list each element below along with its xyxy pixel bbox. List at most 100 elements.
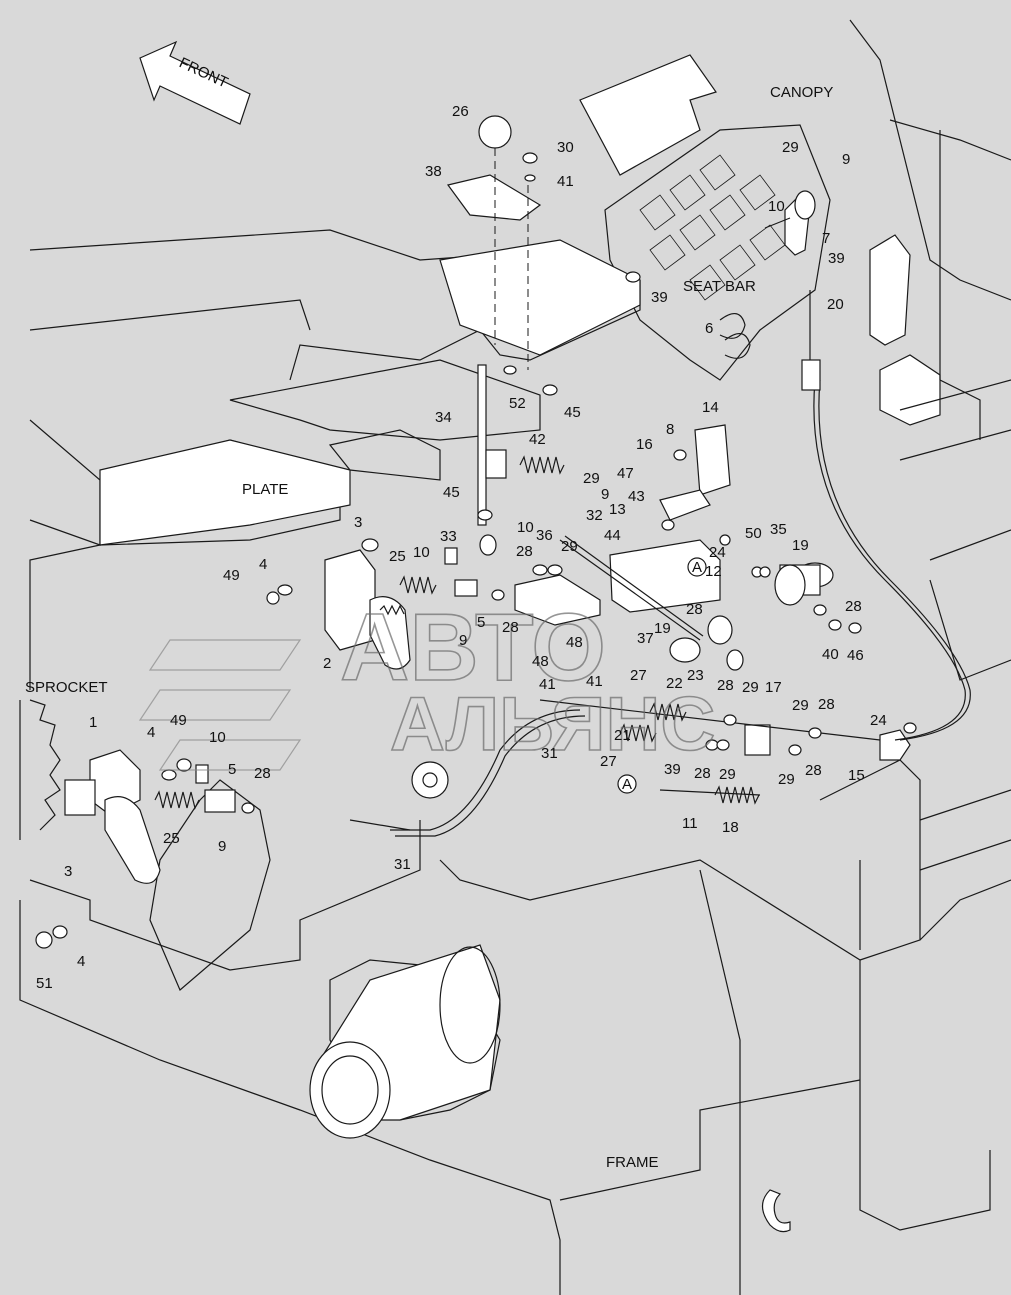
cables — [349, 290, 971, 837]
callout: 18 — [722, 819, 739, 836]
callout: 31 — [394, 856, 411, 873]
rod-34 — [477, 364, 507, 556]
callout: 48 — [566, 634, 583, 651]
callout: 15 — [848, 767, 865, 784]
callout: 41 — [557, 173, 574, 190]
callout: 50 — [745, 525, 762, 542]
callout: 30 — [557, 139, 574, 156]
callout: 24 — [870, 712, 887, 729]
callout: 16 — [636, 436, 653, 453]
sprocket-label: SPROCKET — [25, 679, 108, 696]
callout: 45 — [443, 484, 460, 501]
callout: 10 — [768, 198, 785, 215]
callout: 29 — [792, 697, 809, 714]
watermark-line-1: АВТО — [340, 594, 606, 701]
callout: 5 — [477, 614, 485, 631]
callout: 44 — [604, 527, 621, 544]
callout: 28 — [686, 601, 703, 618]
section-marker: A A — [617, 557, 707, 794]
callout: 22 — [666, 675, 683, 692]
callout: 17 — [765, 679, 782, 696]
callout: 49 — [170, 712, 187, 729]
callout: 36 — [536, 527, 553, 544]
callout: 47 — [617, 465, 634, 482]
front-arrow-icon: FRONT — [139, 40, 251, 125]
callout: 3 — [354, 514, 362, 531]
callout: 33 — [440, 528, 457, 545]
callout: 28 — [805, 762, 822, 779]
callout: 52 — [509, 395, 526, 412]
callout: 10 — [413, 544, 430, 561]
callout: 9 — [218, 838, 226, 855]
callout: 14 — [702, 399, 719, 416]
callout: 28 — [717, 677, 734, 694]
callout: 23 — [687, 667, 704, 684]
callout: 11 — [682, 815, 698, 832]
plate — [99, 439, 351, 546]
callout: 27 — [630, 667, 647, 684]
callout: 5 — [228, 761, 236, 778]
canopy-latch — [719, 190, 816, 359]
callout: 4 — [77, 953, 85, 970]
plate-label: PLATE — [242, 481, 288, 498]
callout: 6 — [705, 320, 713, 337]
callout: 28 — [845, 598, 862, 615]
callout: 10 — [517, 519, 534, 536]
frame-label: FRAME — [606, 1154, 659, 1171]
canopy-structure — [579, 19, 1011, 440]
callout: 41 — [586, 673, 603, 690]
callout-numbers: 26 30 38 41 39 29 9 10 7 39 20 6 52 45 3… — [36, 103, 887, 992]
callout: 9 — [842, 151, 850, 168]
callout: 29 — [742, 679, 759, 696]
callout: 10 — [209, 729, 226, 746]
latch-bracket-upper — [324, 547, 478, 670]
callout: 43 — [628, 488, 645, 505]
springs — [154, 455, 760, 810]
callout: 46 — [847, 647, 864, 664]
callout: 45 — [564, 404, 581, 421]
callout: 7 — [822, 230, 830, 247]
callout: 4 — [147, 724, 155, 741]
lever-bracket-plate — [439, 148, 641, 370]
callout: 38 — [425, 163, 442, 180]
callout: 29 — [782, 139, 799, 156]
callout: 4 — [259, 556, 267, 573]
callout: 48 — [532, 653, 549, 670]
callout: 51 — [36, 975, 53, 992]
callout: 8 — [666, 421, 674, 438]
callout: 26 — [452, 103, 469, 120]
fasteners — [35, 152, 917, 949]
callout: 28 — [502, 619, 519, 636]
callout: 1 — [89, 714, 97, 731]
callout: 20 — [827, 296, 844, 313]
callout: 27 — [600, 753, 617, 770]
callout: 41 — [539, 676, 556, 693]
lever-knob-icon — [478, 115, 512, 149]
callout: 39 — [651, 289, 668, 306]
callout: 25 — [389, 548, 406, 565]
sprocket — [19, 699, 61, 840]
callout: 19 — [792, 537, 809, 554]
callout: 32 — [586, 507, 603, 524]
callout: 31 — [541, 745, 558, 762]
canopy-label: CANOPY — [770, 84, 833, 101]
callout: 2 — [323, 655, 331, 672]
callout: 28 — [516, 543, 533, 560]
callout: 29 — [583, 470, 600, 487]
callout: 29 — [778, 771, 795, 788]
callout: 34 — [435, 409, 452, 426]
seat-bar-label: SEAT BAR — [683, 278, 756, 295]
callout: 39 — [828, 250, 845, 267]
latch-bracket-lower — [64, 749, 236, 884]
callout: 13 — [609, 501, 626, 518]
section-marker-a-2: A — [622, 776, 632, 793]
axle-cone — [309, 944, 501, 1139]
callout: 29 — [719, 766, 736, 783]
callout: 19 — [654, 620, 671, 637]
watermark-line-2: АЛЬЯНС — [390, 682, 715, 767]
callout: 29 — [561, 538, 578, 555]
section-marker-a-1: A — [692, 559, 702, 576]
callout: 12 — [705, 563, 722, 580]
callout: 28 — [694, 765, 711, 782]
